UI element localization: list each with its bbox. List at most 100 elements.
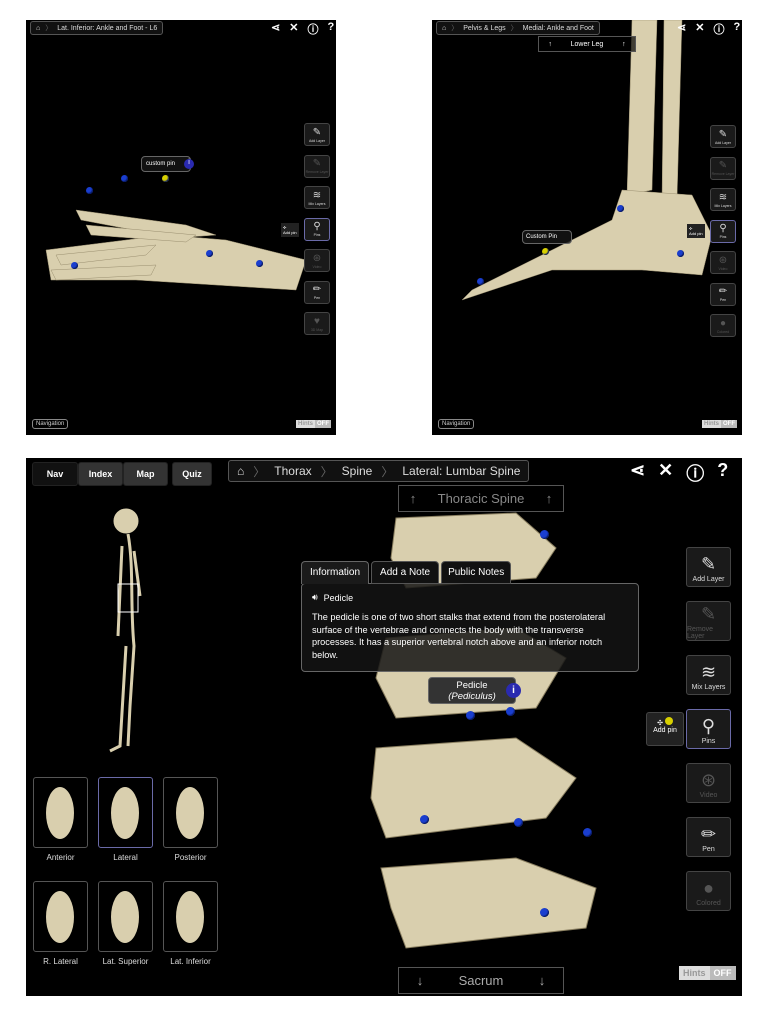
pins-button[interactable]: ⚲Pins (304, 217, 330, 241)
pin[interactable] (420, 815, 429, 824)
skeleton-overview[interactable] (104, 506, 152, 756)
help-icon[interactable]: ? (717, 460, 729, 480)
add-layer-button[interactable]: ✎Add Layer (710, 125, 736, 148)
up-navigation-button[interactable]: ↑Lower Leg↑ (538, 36, 636, 52)
view-thumbnail-lat-inferior[interactable] (163, 881, 218, 952)
colored-button[interactable]: ●Colored (710, 314, 736, 337)
pin-label[interactable]: Custom Pin (522, 230, 572, 244)
pin-label[interactable]: Pedicle (Pediculus) i (428, 677, 521, 704)
breadcrumb-item[interactable]: Spine (341, 464, 373, 478)
tab-map[interactable]: Map (123, 462, 168, 486)
view-thumbnail-lat-superior[interactable] (98, 881, 153, 952)
tab-index[interactable]: Index (78, 462, 123, 486)
pin[interactable] (466, 711, 475, 720)
pin-label[interactable]: custom pin i (141, 156, 194, 172)
pen-button[interactable]: ✏Pen (304, 280, 330, 304)
pen-button[interactable]: ✏Pen (710, 282, 736, 306)
breadcrumb-item[interactable]: Thorax (274, 464, 312, 478)
info-icon[interactable]: ⓘ (686, 464, 705, 484)
tab-information[interactable]: Information (301, 561, 370, 584)
video-button[interactable]: ⊛Video (304, 249, 330, 272)
add-layer-icon: ✎ (312, 126, 322, 138)
toolbar-label: 3D Map (310, 327, 324, 332)
add-pin-popover[interactable]: ✣Add pin (687, 224, 705, 238)
tools-icon[interactable]: ✕ (289, 22, 299, 34)
add-layer-button[interactable]: ✎Add Layer (304, 123, 330, 146)
pin[interactable] (506, 707, 515, 716)
pin[interactable] (677, 250, 684, 257)
remove-layer-button[interactable]: ✎Remove Layer (686, 601, 731, 641)
view-thumbnail-r-lateral[interactable] (33, 881, 88, 952)
pin[interactable] (206, 250, 213, 257)
mix-layers-button[interactable]: ≋Mix Layers (710, 188, 736, 211)
tools-icon[interactable]: ✕ (695, 22, 705, 34)
pins-button[interactable]: ⚲Pins (710, 219, 736, 243)
mix-layers-button[interactable]: ≋Mix Layers (304, 186, 330, 209)
info-icon[interactable]: ⓘ (713, 24, 725, 36)
help-icon[interactable]: ? (327, 21, 335, 33)
pin[interactable] (121, 175, 128, 182)
pin[interactable] (583, 828, 592, 837)
custom-pin[interactable] (162, 175, 169, 182)
tab-public-notes[interactable]: Public Notes (441, 561, 512, 584)
down-nav-label: Sacrum (458, 973, 504, 988)
share-icon[interactable]: ⋖ (271, 22, 281, 34)
add-pin-popover[interactable]: ✣ Add pin (646, 712, 684, 746)
remove-layer-button[interactable]: ✎Remove Layer (710, 156, 736, 180)
home-icon[interactable]: ⌂ (36, 24, 41, 32)
toolbar: ✎Add Layer ✎Remove Layer ≋Mix Layers ⚲Pins ⊛… (710, 125, 736, 346)
pin[interactable] (540, 908, 549, 917)
custom-pin[interactable] (542, 248, 549, 255)
view-thumbnail-anterior[interactable] (33, 777, 88, 848)
colored-button[interactable]: ●Colored (686, 871, 731, 911)
layers-icon: ≋ (718, 191, 728, 203)
view-thumbnail-lateral[interactable] (98, 777, 153, 848)
foot-bones-model[interactable] (452, 20, 732, 320)
info-icon[interactable]: ⓘ (307, 24, 319, 36)
down-navigation-button[interactable]: ↓Sacrum↓ (398, 967, 564, 994)
pins-button[interactable]: ⚲Pins (686, 709, 731, 749)
toolbar-label: Pen (719, 298, 727, 302)
add-layer-button[interactable]: ✎Add Layer (686, 547, 731, 587)
home-icon[interactable]: ⌂ (442, 24, 447, 32)
tab-nav[interactable]: Nav (32, 462, 78, 486)
3d-map-button[interactable]: ♥3D Map (304, 312, 330, 335)
tools-icon[interactable]: ✕ (658, 460, 674, 480)
home-icon[interactable]: ⌂ (237, 464, 245, 478)
video-button[interactable]: ⊛Video (686, 763, 731, 803)
pin[interactable] (617, 205, 624, 212)
foot-bones-model[interactable] (36, 180, 326, 300)
help-icon[interactable]: ? (733, 21, 741, 33)
pin[interactable] (86, 187, 93, 194)
video-icon: ⊛ (312, 252, 322, 264)
breadcrumb-item[interactable]: Lat. Inferior: Ankle and Foot - L6 (57, 24, 158, 32)
info-icon[interactable]: i (184, 159, 194, 169)
pin[interactable] (71, 262, 78, 269)
tab-add-note[interactable]: Add a Note (371, 561, 440, 584)
pin[interactable] (477, 278, 484, 285)
toolbar-label: Colored (716, 329, 730, 334)
breadcrumb-item[interactable]: Medial: Ankle and Foot (522, 24, 594, 32)
remove-layer-button[interactable]: ✎Remove Layer (304, 154, 330, 178)
add-pin-popover[interactable]: ✣Add pin (281, 223, 299, 237)
share-icon[interactable]: ⋖ (677, 22, 687, 34)
navigation-button[interactable]: Navigation (438, 419, 475, 429)
pin[interactable] (514, 818, 523, 827)
navigation-button[interactable]: Navigation (32, 419, 69, 429)
video-button[interactable]: ⊛Video (710, 251, 736, 274)
speaker-icon[interactable]: 🔊︎ (312, 592, 318, 602)
breadcrumb-item[interactable]: Lateral: Lumbar Spine (402, 464, 521, 478)
up-navigation-button[interactable]: ↑Thoracic Spine↑ (398, 485, 564, 512)
breadcrumb-item[interactable]: Pelvis & Legs (463, 24, 506, 32)
mix-layers-button[interactable]: ≋Mix Layers (686, 655, 731, 695)
view-thumbnail-posterior[interactable] (163, 777, 218, 848)
pen-button[interactable]: ✏Pen (686, 817, 731, 857)
info-icon[interactable]: i (506, 683, 521, 698)
pin[interactable] (540, 530, 549, 539)
pin[interactable] (256, 260, 263, 267)
quiz-button[interactable]: Quiz (172, 462, 212, 486)
share-icon[interactable]: ⋖ (630, 460, 646, 480)
